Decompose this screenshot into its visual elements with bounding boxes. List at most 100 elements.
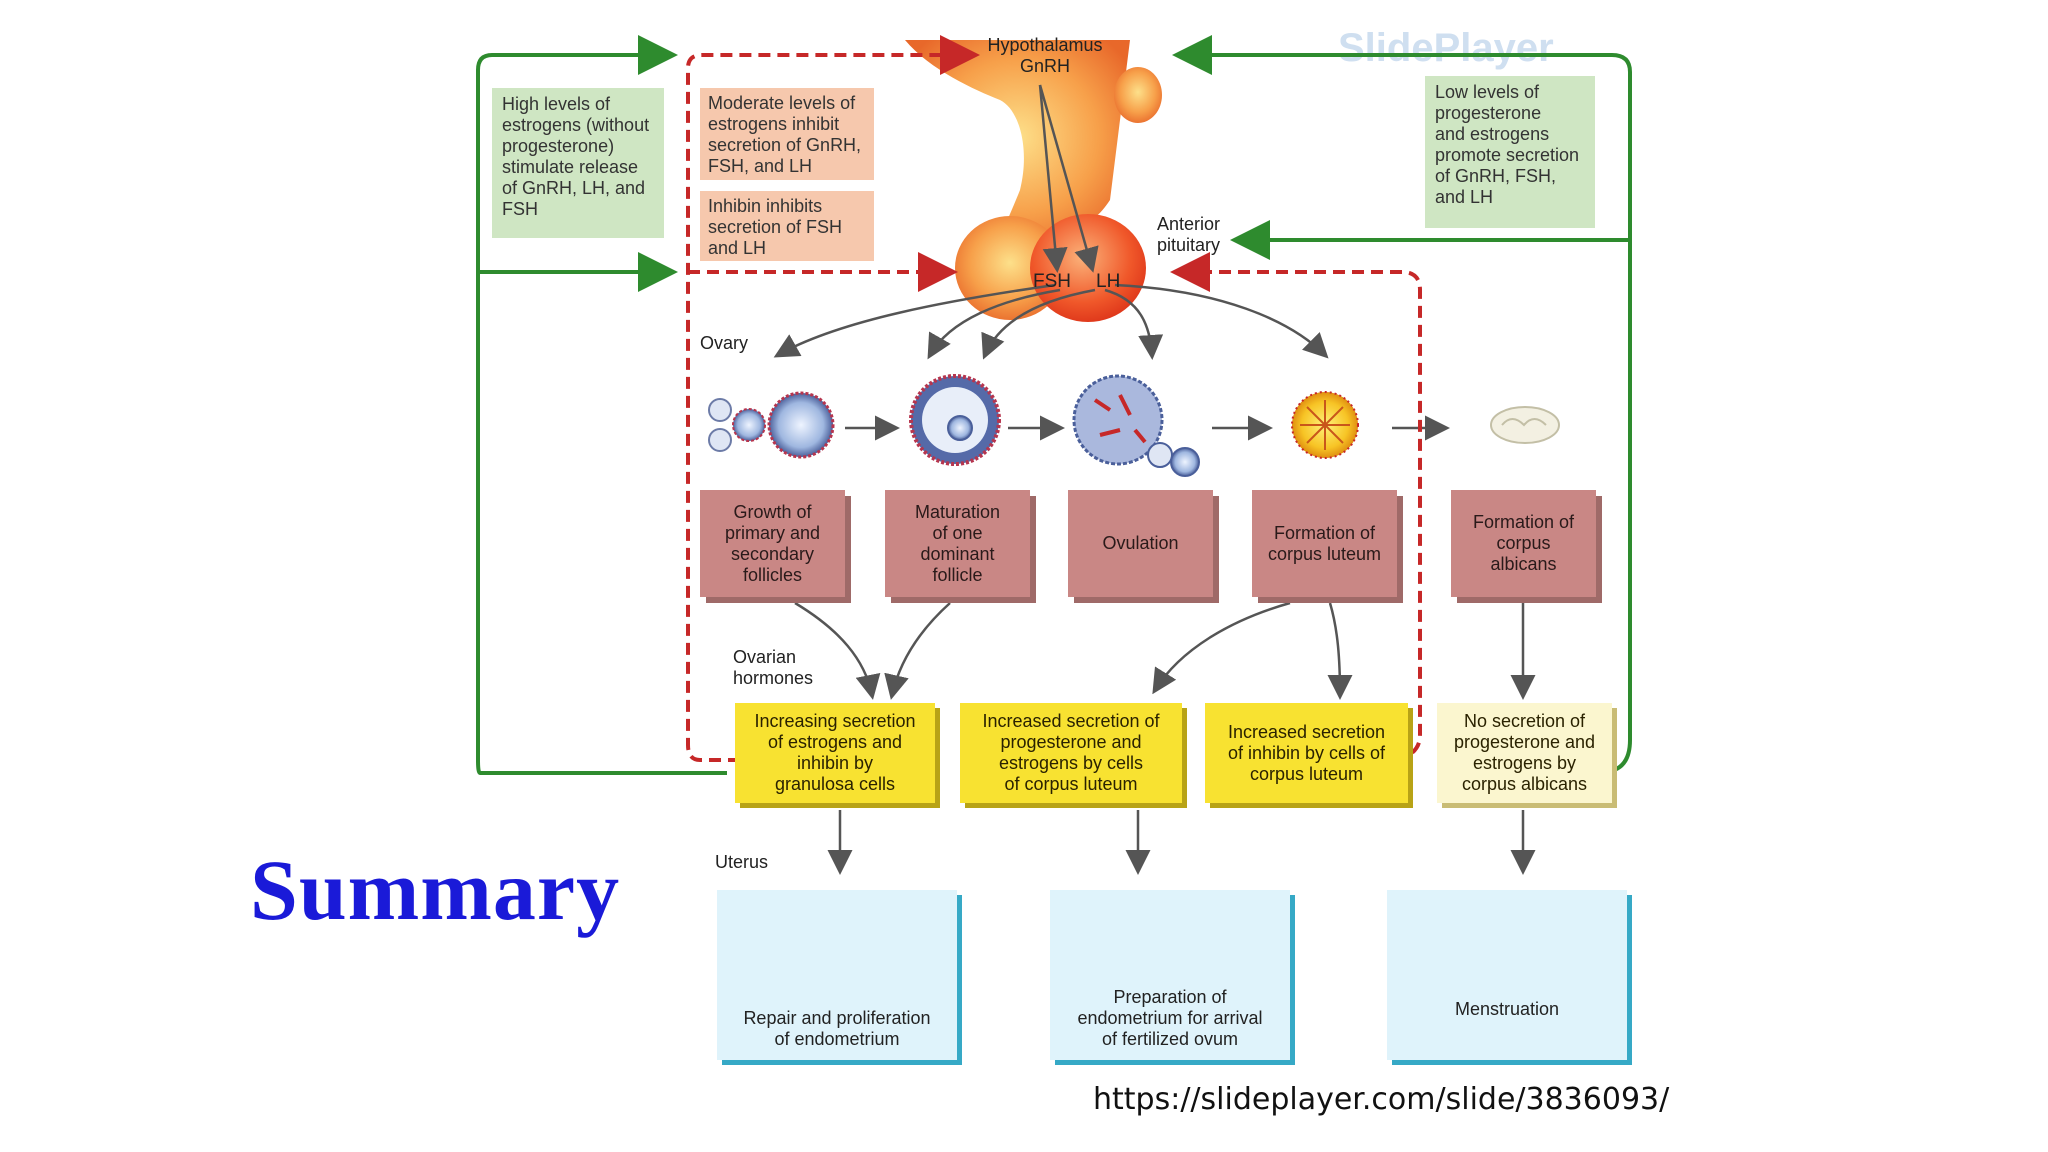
- gnrh-to-lh-arrow: [1038, 84, 1099, 273]
- uterus-line: of fertilized ovum: [1101, 1029, 1239, 1049]
- fsh-label: FSH: [1033, 271, 1071, 292]
- hormone-no-secretion: No secretion of progesterone and estroge…: [1437, 703, 1612, 803]
- stage-line: dominant: [920, 543, 995, 564]
- lh-label: LH: [1096, 271, 1121, 292]
- high-estrogen-line: estrogens (without: [502, 115, 650, 135]
- high-estrogen-line: High levels of: [502, 94, 611, 114]
- uterus-preparation-box: Preparation of endometrium for arrival o…: [1050, 890, 1290, 1060]
- stage-line: of one: [932, 522, 983, 543]
- stage-ovulation: Ovulation: [1068, 490, 1213, 597]
- stage-line: Ovulation: [1102, 533, 1179, 553]
- hormone-line: corpus albicans: [1461, 774, 1588, 794]
- hormone-line: inhibin by: [796, 753, 874, 773]
- hormone-line: estrogens by: [1472, 753, 1577, 773]
- hormone-line: No secretion of: [1463, 711, 1586, 731]
- high-estrogen-line: FSH: [502, 199, 538, 219]
- ovarian-hormones-line-1: Ovarian: [733, 647, 797, 667]
- ovarian-hormones-label: Ovarian hormones: [733, 647, 813, 689]
- gnrh-to-fsh-arrow: [1038, 84, 1068, 273]
- anterior-pituitary-line-2: pituitary: [1157, 235, 1221, 255]
- stage-follicle-growth: Growth of primary and secondary follicle…: [700, 490, 845, 597]
- inhibin-box: Inhibin inhibits secretion of FSH and LH: [700, 191, 874, 261]
- stage-line: Formation of: [1472, 512, 1575, 532]
- moderate-estrogen-line: secretion of GnRH,: [708, 135, 862, 155]
- maturation-to-estrogen-arrow: [884, 602, 951, 700]
- stage-line: Formation of: [1273, 522, 1376, 543]
- uterus-line: Repair and proliferation: [743, 1008, 931, 1028]
- hormone-line: Increased secretion of: [982, 711, 1160, 731]
- lh-to-follicle-arrow: [981, 288, 1096, 360]
- fsh-to-follicle-arrow: [927, 288, 1061, 360]
- dominant-follicle-illustration: [909, 374, 1001, 466]
- moderate-estrogen-line: Moderate levels of: [708, 93, 856, 113]
- hormone-line: Increased secretion: [1227, 721, 1386, 742]
- ovarian-hormones-line-2: hormones: [733, 668, 814, 688]
- stage-line: Maturation: [914, 501, 1001, 522]
- fsh-to-ovary-arrow: [773, 283, 1056, 358]
- stage-dominant-follicle: Maturation of one dominant follicle: [885, 490, 1030, 597]
- inhibin-line: secretion of FSH: [708, 217, 843, 237]
- growth-to-estrogen-arrow: [794, 601, 881, 700]
- moderate-estrogen-inhibition-arrow: [686, 35, 980, 762]
- hormone-line: Increasing secretion: [754, 711, 916, 731]
- hormone-line: of inhibin by cells of: [1227, 742, 1386, 763]
- uterus-repair-box: Repair and proliferation of endometrium: [717, 890, 957, 1060]
- stage-line: follicle: [932, 564, 983, 585]
- hormone-line: of corpus luteum: [1004, 774, 1138, 794]
- low-progesterone-line: promote secretion: [1435, 145, 1580, 165]
- low-progesterone-line: Low levels of: [1435, 82, 1540, 102]
- hormone-line: estrogens by cells: [998, 753, 1144, 773]
- uterus-line: Preparation of: [1113, 987, 1227, 1007]
- uterus-menstruation-box: Menstruation: [1387, 890, 1627, 1060]
- primary-follicle-illustration: [708, 391, 835, 459]
- high-estrogen-box: High levels of estrogens (without proges…: [492, 88, 664, 238]
- stage-line: follicles: [742, 564, 802, 585]
- stage-line: secondary: [730, 543, 815, 564]
- low-progesterone-line: and LH: [1435, 187, 1494, 207]
- stage-line: Growth of: [733, 501, 812, 522]
- low-progesterone-line: of GnRH, FSH,: [1435, 166, 1557, 186]
- high-estrogen-line: progesterone): [502, 136, 615, 156]
- stage-line: albicans: [1490, 554, 1557, 574]
- inhibin-line: Inhibin inhibits: [708, 196, 823, 216]
- summary-title: Summary: [250, 842, 621, 938]
- hormone-line: of estrogens and: [767, 732, 903, 752]
- high-estrogen-line: of GnRH, LH, and: [502, 178, 646, 198]
- hormone-progesterone-estrogen: Increased secretion of progesterone and …: [960, 703, 1182, 803]
- ovulation-illustration: [1072, 374, 1200, 477]
- stage-line: corpus luteum: [1267, 543, 1382, 564]
- stage-line: corpus: [1496, 533, 1551, 553]
- stage-line: primary and: [724, 522, 821, 543]
- low-progesterone-line: progesterone: [1435, 103, 1542, 123]
- corpus-luteum-illustration: [1291, 391, 1359, 459]
- hypothalamus-label: Hypothalamus GnRH: [970, 35, 1120, 77]
- lh-to-ovulation-arrow: [1104, 288, 1164, 360]
- corpus-luteum-inhibition-arrow: [1170, 252, 1422, 762]
- corpus-albicans-illustration: [1490, 406, 1560, 444]
- high-estrogen-feedback-arrow: [476, 35, 727, 775]
- source-url[interactable]: https://slideplayer.com/slide/3836093/: [1093, 1082, 1670, 1117]
- hormone-estrogen-inhibin: Increasing secretion of estrogens and in…: [735, 703, 935, 803]
- hormone-line: progesterone and: [1000, 732, 1142, 752]
- low-progesterone-feedback-arrow: [1172, 35, 1632, 774]
- hormone-inhibin: Increased secretion of inhibin by cells …: [1205, 703, 1408, 803]
- anterior-pituitary-line-1: Anterior: [1157, 214, 1221, 234]
- hormone-line: granulosa cells: [774, 774, 896, 794]
- inhibin-line: and LH: [708, 238, 767, 258]
- stage-corpus-luteum: Formation of corpus luteum: [1252, 490, 1397, 597]
- low-progesterone-line: and estrogens: [1435, 124, 1550, 144]
- watermark-logo: SlidePlayer: [1338, 26, 1554, 70]
- luteum-to-progesterone-arrow: [1152, 601, 1291, 695]
- stage-corpus-albicans: Formation of corpus albicans: [1451, 490, 1596, 597]
- uterus-line: endometrium for arrival: [1077, 1008, 1263, 1028]
- lh-to-corpus-luteum-arrow: [1114, 283, 1329, 359]
- uterus-line: of endometrium: [774, 1029, 900, 1049]
- hormone-line: corpus luteum: [1249, 763, 1364, 784]
- high-estrogen-line: stimulate release: [502, 157, 639, 177]
- uterus-label: Uterus: [715, 852, 769, 872]
- hormone-line: progesterone and: [1453, 732, 1596, 752]
- uterus-line: Menstruation: [1454, 999, 1560, 1019]
- luteum-to-inhibin-arrow: [1327, 602, 1353, 700]
- anterior-pituitary-label: Anterior pituitary: [1157, 214, 1220, 256]
